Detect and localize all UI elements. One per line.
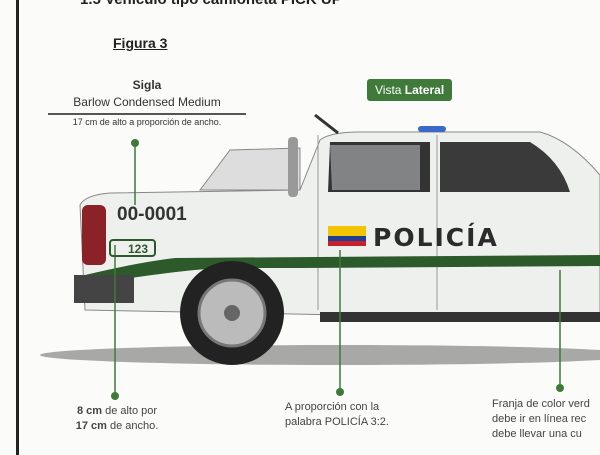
- vehicle-code: 00-0001: [117, 204, 187, 225]
- flag-red: [328, 241, 366, 246]
- page-border: [16, 0, 19, 455]
- flag-yellow: [328, 226, 366, 236]
- sigla-size-note: 17 cm de alto a proporción de ancho.: [72, 117, 222, 127]
- view-label-normal: Vista: [375, 83, 405, 97]
- figure-title: Figura 3: [113, 35, 168, 51]
- antenna: [314, 113, 339, 135]
- sigla-title: Sigla: [132, 78, 162, 92]
- sigla-font: Barlow Condensed Medium: [73, 95, 221, 109]
- view-label: Vista Lateral: [367, 79, 453, 101]
- section-title: 1.5 Vehículo tipo camioneta PICK UP: [80, 0, 342, 8]
- policia-word: POLICÍA: [373, 223, 499, 252]
- divider: [48, 113, 246, 115]
- emergency-number: 123: [128, 242, 148, 256]
- light-bar: [418, 126, 446, 132]
- flag-blue: [328, 236, 366, 241]
- view-label-bold: Lateral: [404, 83, 445, 97]
- sigla-label: Sigla Barlow Condensed Medium 17 cm de a…: [48, 78, 246, 127]
